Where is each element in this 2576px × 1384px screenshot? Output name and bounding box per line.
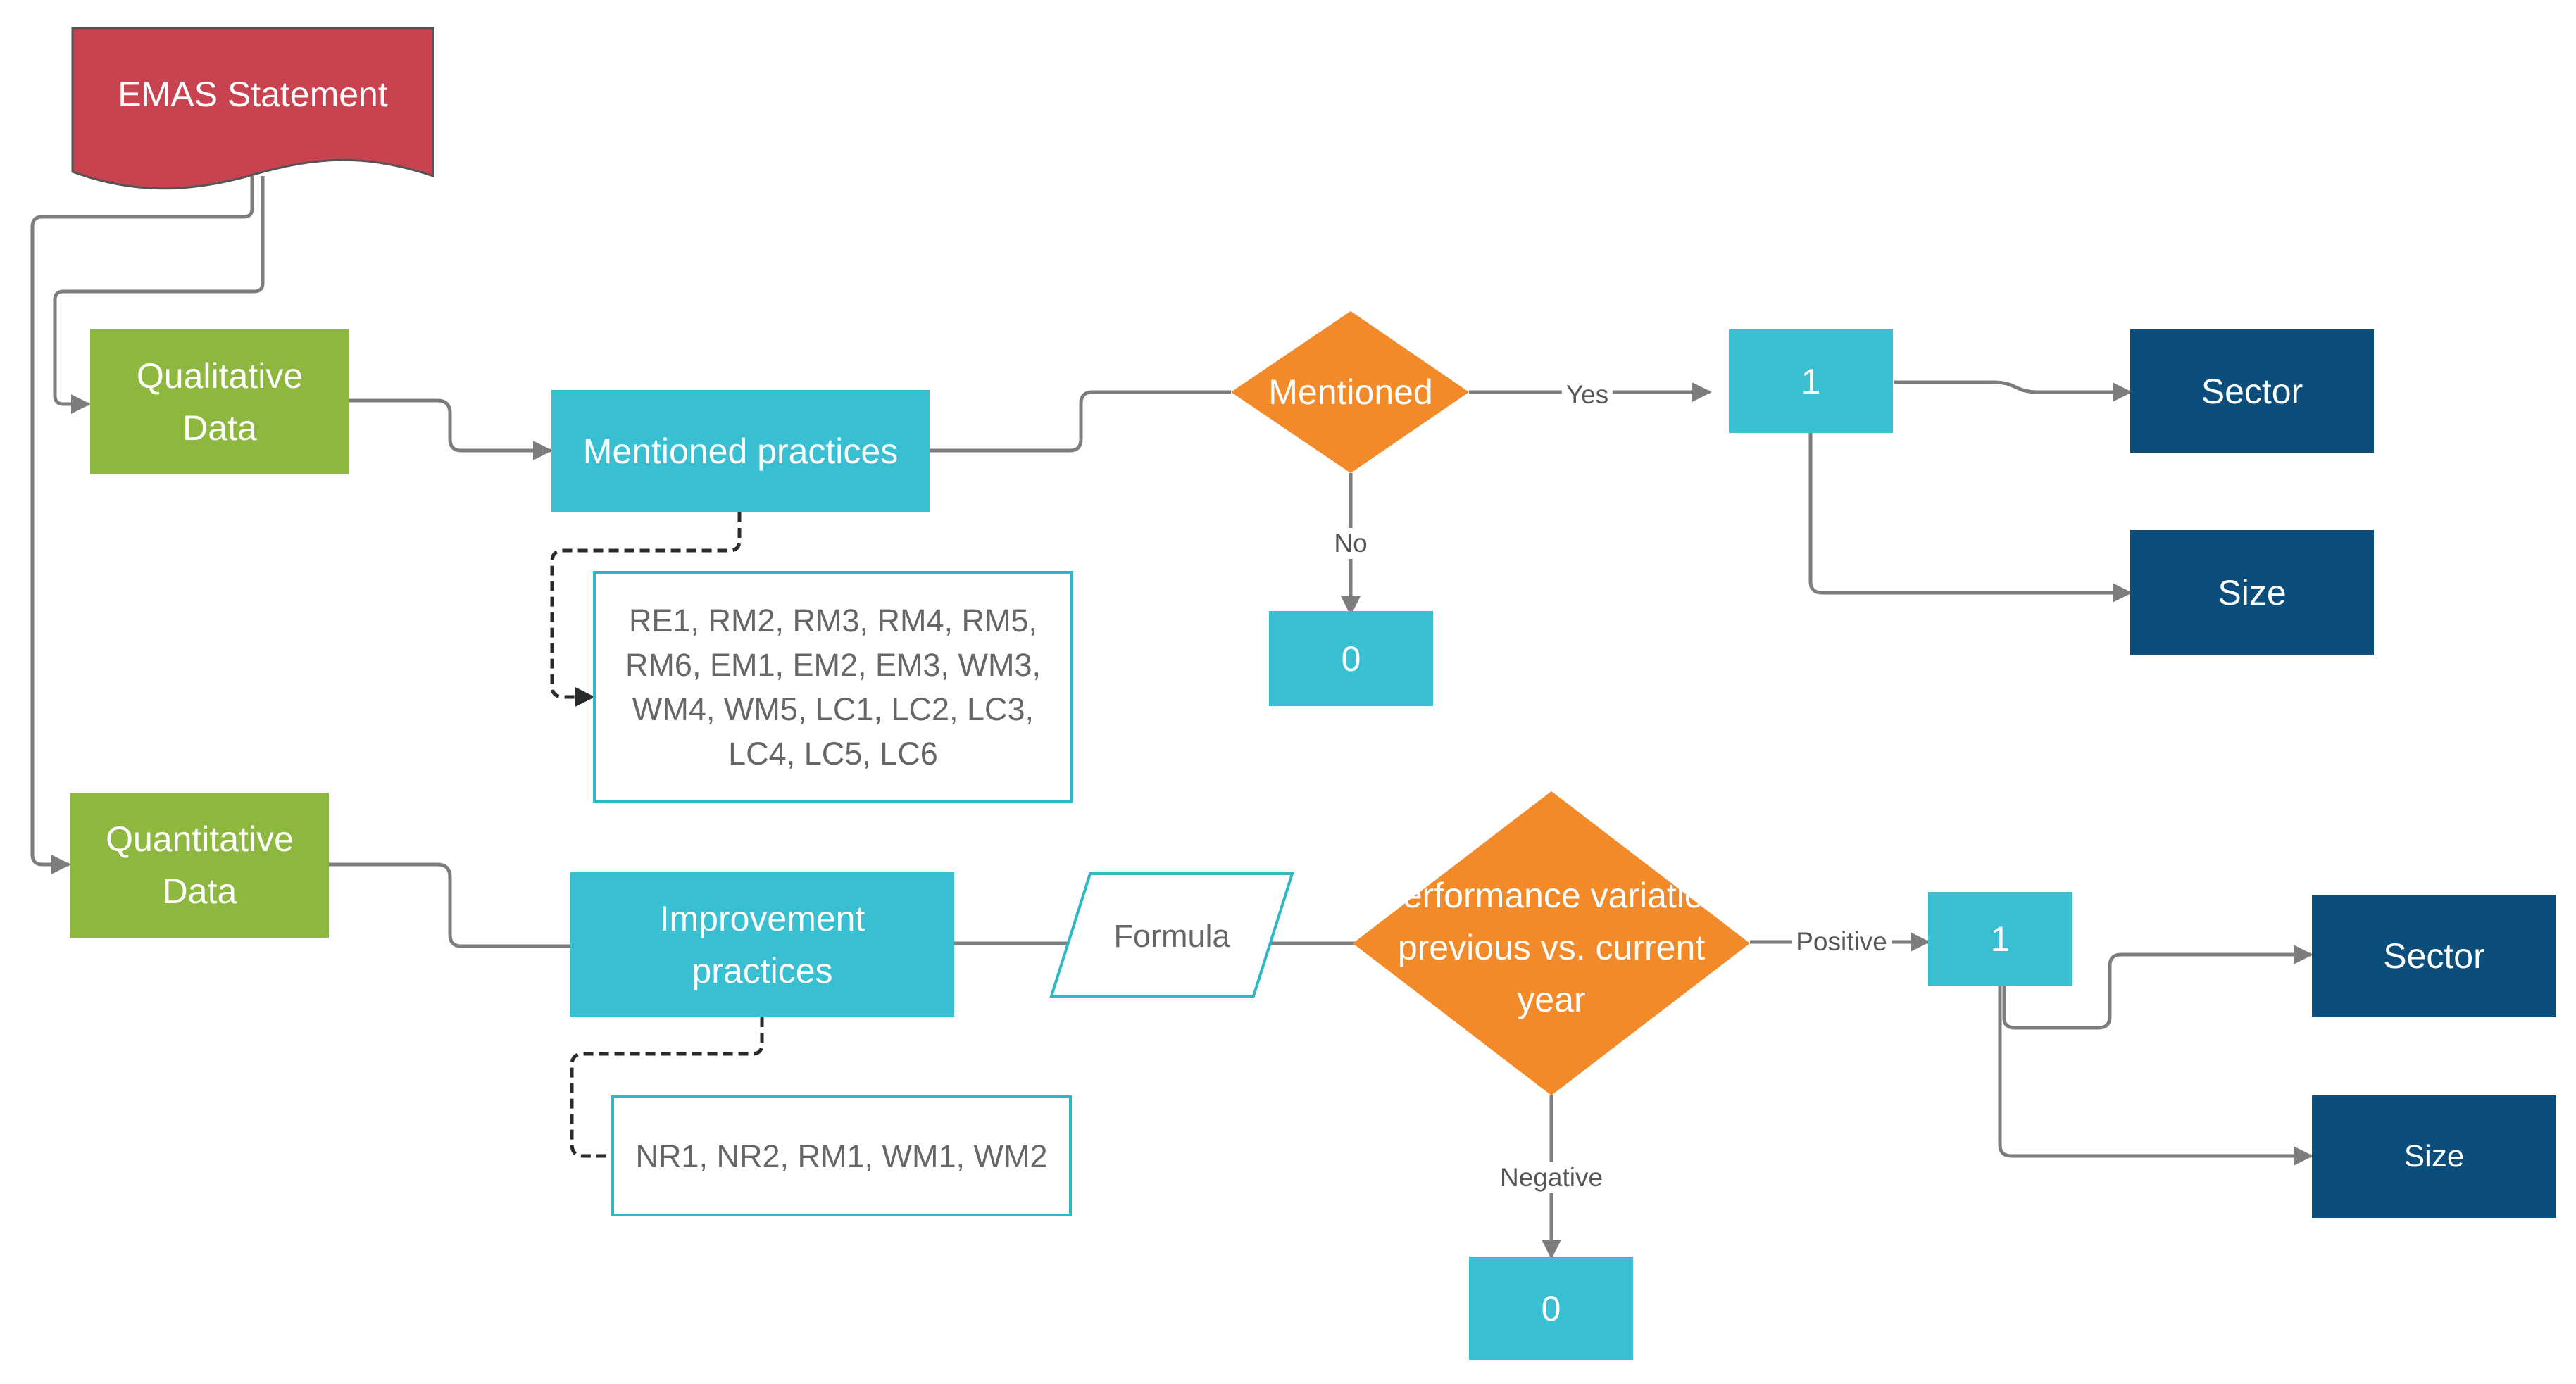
- performance-line-3: current year: [1517, 928, 1706, 1019]
- connector-one-to-size-top: [1808, 433, 2132, 603]
- mentioned-decision-shape: [1231, 311, 1469, 473]
- connector-mentioned-practices-to-decision: [930, 390, 1231, 453]
- connector-emas-to-qualitative: [53, 176, 265, 414]
- performance-positive-result: 1: [1928, 892, 2072, 986]
- connector-mentioned-practices-to-codes: [550, 512, 742, 707]
- emas-document-shape: [71, 27, 434, 190]
- edge-label-no: No: [1330, 528, 1372, 559]
- formula-label: Formula: [1113, 918, 1230, 954]
- emas-statement-label: EMAS Statement: [118, 75, 388, 114]
- mentioned-codes-line-1: RE1, RM2, RM3, RM4, RM5,: [628, 602, 1038, 638]
- quantitative-line-2: Data: [162, 872, 237, 911]
- connector-one-to-sector-bottom: [2002, 945, 2313, 1030]
- improvement-practices-codes: NR1, NR2, RM1, WM1, WM2: [611, 1095, 1072, 1216]
- improvement-line-2: practices: [692, 951, 833, 990]
- performance-line-1: Performance: [1379, 876, 1581, 915]
- performance-decision-shape: [1353, 791, 1750, 1095]
- sector-bottom-node: Sector: [2312, 895, 2556, 1017]
- mentioned-decision-label: Mentioned: [1268, 372, 1433, 412]
- connector-emas-to-quantitative: [30, 176, 254, 874]
- qualitative-line-1: Qualitative: [136, 356, 304, 396]
- improvement-practices-node: Improvement practices: [570, 872, 954, 1017]
- mentioned-codes-line-3: WM4, WM5, LC1, LC2, LC3,: [632, 691, 1034, 727]
- size-top-node: Size: [2130, 530, 2374, 655]
- connector-one-to-sector-top: [1894, 380, 2132, 402]
- improvement-line-1: Improvement: [659, 899, 865, 938]
- formula-shape: [1049, 872, 1294, 998]
- mentioned-practices-codes: RE1, RM2, RM3, RM4, RM5, RM6, EM1, EM2, …: [593, 571, 1073, 803]
- edge-label-negative: Negative: [1495, 1162, 1608, 1193]
- quantitative-line-1: Quantitative: [106, 819, 294, 859]
- mentioned-codes-line-2: RM6, EM1, EM2, EM3, WM3,: [625, 646, 1042, 683]
- quantitative-data-node: Quantitative Data: [70, 793, 329, 938]
- performance-negative-result: 0: [1469, 1257, 1633, 1360]
- size-bottom-node: Size: [2312, 1095, 2556, 1218]
- qualitative-data-node: Qualitative Data: [90, 329, 349, 474]
- connector-one-to-size-bottom: [1998, 986, 2313, 1166]
- sector-top-node: Sector: [2130, 329, 2374, 453]
- mentioned-codes-line-4: LC4, LC5, LC6: [728, 735, 938, 772]
- connector-qualitative-to-mentioned-practices: [349, 398, 553, 460]
- mentioned-yes-result: 1: [1729, 329, 1893, 433]
- connector-quantitative-to-improvement: [329, 862, 570, 948]
- mentioned-no-result: 0: [1269, 611, 1433, 706]
- edge-label-positive: Positive: [1792, 926, 1892, 957]
- performance-line-2: variation previous vs.: [1397, 876, 1724, 967]
- qualitative-line-2: Data: [182, 408, 257, 448]
- edge-label-yes: Yes: [1561, 379, 1613, 410]
- performance-decision-label: Performance variation previous vs. curre…: [1361, 869, 1742, 1026]
- connector-improvement-to-codes: [570, 1017, 764, 1158]
- mentioned-practices-node: Mentioned practices: [551, 390, 930, 512]
